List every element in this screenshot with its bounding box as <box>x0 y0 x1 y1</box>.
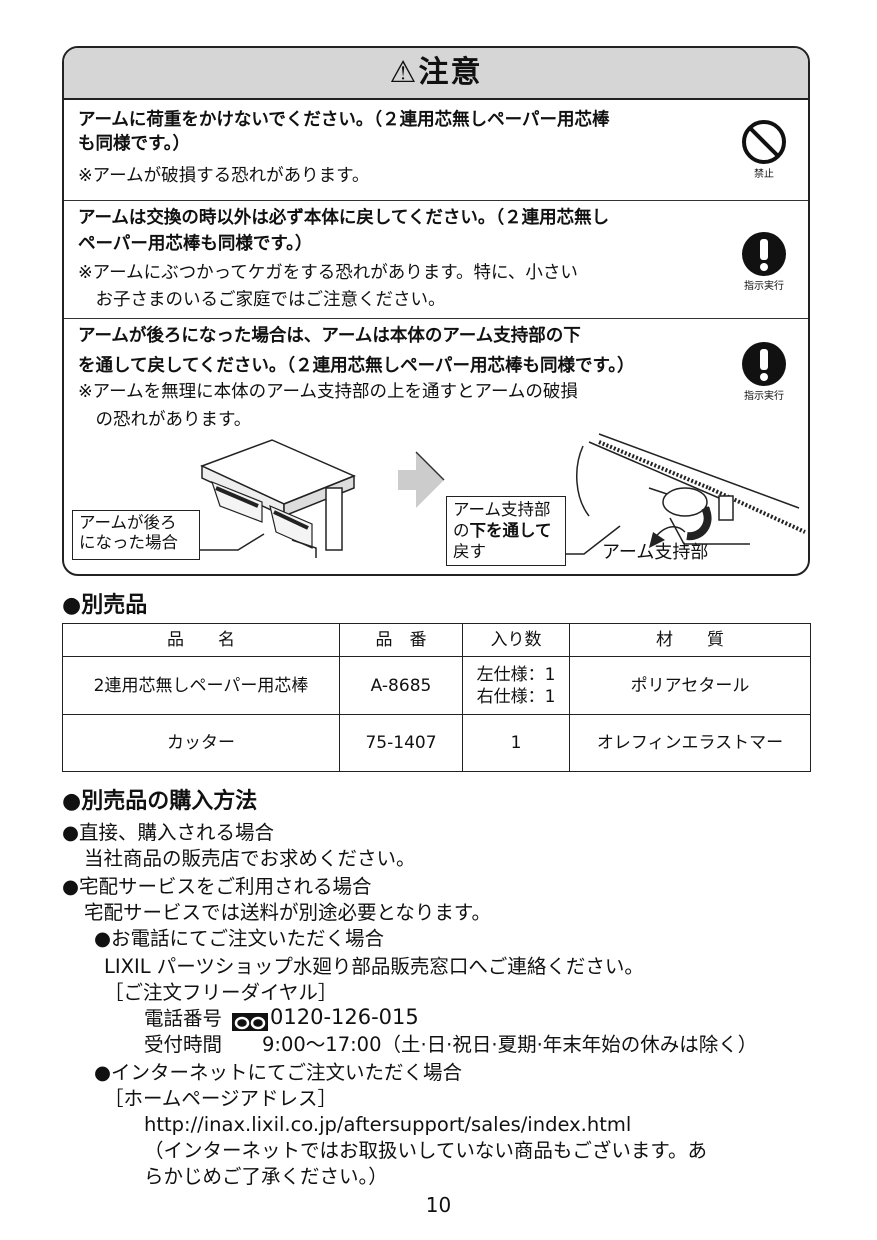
callout-arm-behind: アームが後ろ になった場合 <box>72 510 200 560</box>
caution-header: ⚠注意 <box>64 48 808 100</box>
table-row: 2連用芯無しペーパー用芯棒 A-8685 左仕様：1 右仕様：1 ポリアセタール <box>62 656 811 715</box>
table-header-name: 品 名 <box>62 623 340 657</box>
direct-purchase-text: 当社商品の販売店でお求めください。 <box>84 847 416 870</box>
cell-qty-right: 右仕様：1 <box>476 686 556 707</box>
caution-2-note-1: ※アームにぶつかってケガをする恐れがあります。特に、小さい <box>78 263 578 283</box>
cell-material: ポリアセタール <box>569 656 811 715</box>
prohibition-icon <box>742 120 786 164</box>
web-order-title: ●インターネットにてご注文いただく場合 <box>94 1061 463 1084</box>
arm-support-detail-illustration <box>576 433 806 548</box>
web-note-line-2: らかじめご了承ください。） <box>144 1165 388 1188</box>
mandatory-action-label: 指示実行 <box>744 391 784 402</box>
callout-pass-under-line-2: の下を通して <box>453 520 559 541</box>
caution-2-line-1: アームは交換の時以外は必ず本体に戻してください。（２連用芯無し <box>78 208 610 228</box>
caution-1-line-2: も同様です。） <box>78 134 190 154</box>
delivery-title: ●宅配サービスをご利用される場合 <box>62 875 372 898</box>
table-header-qty: 入り数 <box>462 623 570 657</box>
purchase-heading: ●別売品の購入方法 <box>62 789 258 814</box>
phone-order-title: ●お電話にてご注文いただく場合 <box>94 927 385 950</box>
caution-3-note-2: の恐れがあります。 <box>78 410 252 430</box>
cell-qty-left: 左仕様：1 <box>476 664 556 685</box>
phone-order-text: LIXIL パーツショップ水廻り部品販売窓口へご連絡ください。 <box>104 955 644 978</box>
mandatory-action-label: 指示実行 <box>744 281 784 292</box>
options-heading: ●別売品 <box>62 593 148 618</box>
direct-purchase-title: ●直接、購入される場合 <box>62 821 275 844</box>
options-table: 品 名 品 番 入り数 材 質 2連用芯無しペーパー用芯棒 A-8685 左仕様… <box>62 623 811 772</box>
caution-3-line-2: を通して戻してください。（２連用芯無しペーパー用芯棒も同様です。） <box>78 356 635 376</box>
table-header-number: 品 番 <box>339 623 463 657</box>
callout-arm-behind-line-1: アームが後ろ <box>79 513 177 532</box>
table-row: カッター 75-1407 1 オレフィンエラストマー <box>62 714 811 772</box>
caution-box: ⚠注意 アームに荷重をかけないでください。（２連用芯無しペーパー用芯棒 も同様で… <box>62 46 810 576</box>
caution-divider <box>64 200 808 201</box>
caution-1-line-1: アームに荷重をかけないでください。（２連用芯無しペーパー用芯棒 <box>78 110 610 130</box>
table-header-row: 品 名 品 番 入り数 材 質 <box>62 623 811 657</box>
caution-3-line-1: アームが後ろになった場合は、アームは本体のアーム支持部の下 <box>78 326 581 346</box>
callout-pointer <box>200 533 265 551</box>
callout-arm-behind-line-2: になった場合 <box>79 533 178 552</box>
caution-title: ⚠注意 <box>389 55 483 90</box>
cell-number: A-8685 <box>339 656 463 715</box>
homepage-url[interactable]: http://inax.lixil.co.jp/aftersupport/sal… <box>144 1113 632 1136</box>
callout-pointer <box>566 525 621 555</box>
paper-holder-illustration <box>200 439 356 558</box>
table-header-material: 材 質 <box>569 623 811 657</box>
callout-pass-under-line-1: アーム支持部 <box>453 500 551 519</box>
page-number: 10 <box>425 1193 452 1217</box>
arm-support-label: アーム支持部 <box>602 542 709 563</box>
caution-1-note: ※アームが破損する恐れがあります。 <box>78 166 370 186</box>
hours-label: 受付時間 <box>144 1033 223 1056</box>
cell-number: 75-1407 <box>339 714 463 772</box>
callout-pass-under-line-3: 戻す <box>453 542 486 561</box>
web-note-line-1: （インターネットではお取扱いしていない商品もございます。あ <box>144 1139 707 1162</box>
caution-3-note-1: ※アームを無理に本体のアーム支持部の上を通すとアームの破損 <box>78 382 578 402</box>
tel-number: 0120-126-015 <box>270 1005 419 1029</box>
callout-pass-under: アーム支持部 の下を通して 戻す <box>446 496 566 566</box>
freedial-icon <box>232 1013 268 1031</box>
callout-pass-under-emphasis: 下を通して <box>469 521 552 540</box>
arrow-right-icon <box>398 451 445 508</box>
tel-label: 電話番号 <box>144 1007 223 1030</box>
hours-value: 9:00〜17:00（土·日·祝日·夏期·年末年始の休みは除く） <box>262 1033 758 1056</box>
cell-qty: 1 <box>462 714 570 772</box>
mandatory-action-icon <box>742 342 786 386</box>
homepage-label: ［ホームページアドレス］ <box>104 1087 338 1110</box>
cell-material: オレフィンエラストマー <box>569 714 811 772</box>
delivery-text: 宅配サービスでは送料が別途必要となります。 <box>84 901 491 924</box>
caution-divider <box>64 318 808 319</box>
freedial-label: ［ご注文フリーダイヤル］ <box>104 981 338 1004</box>
caution-2-line-2: ペーパー用芯棒も同様です。） <box>78 234 313 254</box>
cell-name: 2連用芯無しペーパー用芯棒 <box>62 656 340 715</box>
prohibition-label: 禁止 <box>754 169 774 180</box>
mandatory-action-icon <box>742 232 786 276</box>
caution-2-note-2: お子さまのいるご家庭ではご注意ください。 <box>78 290 446 310</box>
cell-name: カッター <box>62 714 340 772</box>
cell-qty: 左仕様：1 右仕様：1 <box>462 656 570 715</box>
callout-pass-under-particle: の <box>453 521 470 540</box>
arm-support-pointer <box>669 517 750 545</box>
